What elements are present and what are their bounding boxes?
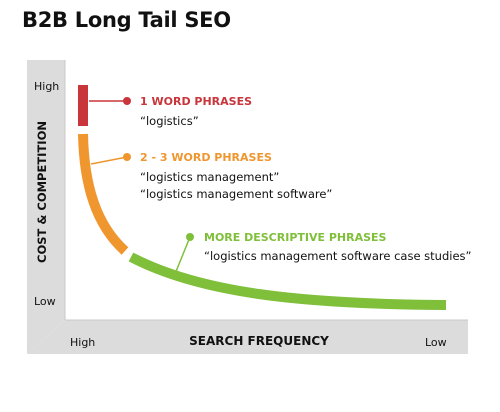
curve-segment-2-3-word [78, 133, 129, 255]
x-axis-panel [27, 320, 468, 354]
curve-segment-descriptive [128, 252, 447, 310]
callout-dot-descriptive [186, 233, 194, 241]
x-axis-low-label: Low [425, 336, 447, 349]
segment-example: “logistics management software case stud… [204, 249, 471, 263]
segment-heading-2-3-word: 2 - 3 WORD PHRASES [140, 151, 272, 164]
segment-example: “logistics management” [140, 170, 279, 184]
callout-dot-1-word [123, 97, 131, 105]
y-axis-low-label: Low [34, 295, 56, 308]
x-axis-high-label: High [70, 336, 95, 349]
segment-heading-1-word: 1 WORD PHRASES [140, 95, 252, 108]
diagram-title: B2B Long Tail SEO [22, 8, 231, 32]
y-axis-high-label: High [34, 80, 59, 93]
y-axis-panel [27, 60, 65, 354]
x-axis-label: SEARCH FREQUENCY [189, 334, 329, 348]
y-axis-label: COST & COMPETITION [35, 121, 49, 263]
callout-dot-2-3-word [123, 153, 131, 161]
segment-heading-descriptive: MORE DESCRIPTIVE PHRASES [204, 231, 387, 244]
segment-example: “logistics” [140, 114, 199, 128]
segment-example: “logistics management software” [140, 187, 332, 201]
